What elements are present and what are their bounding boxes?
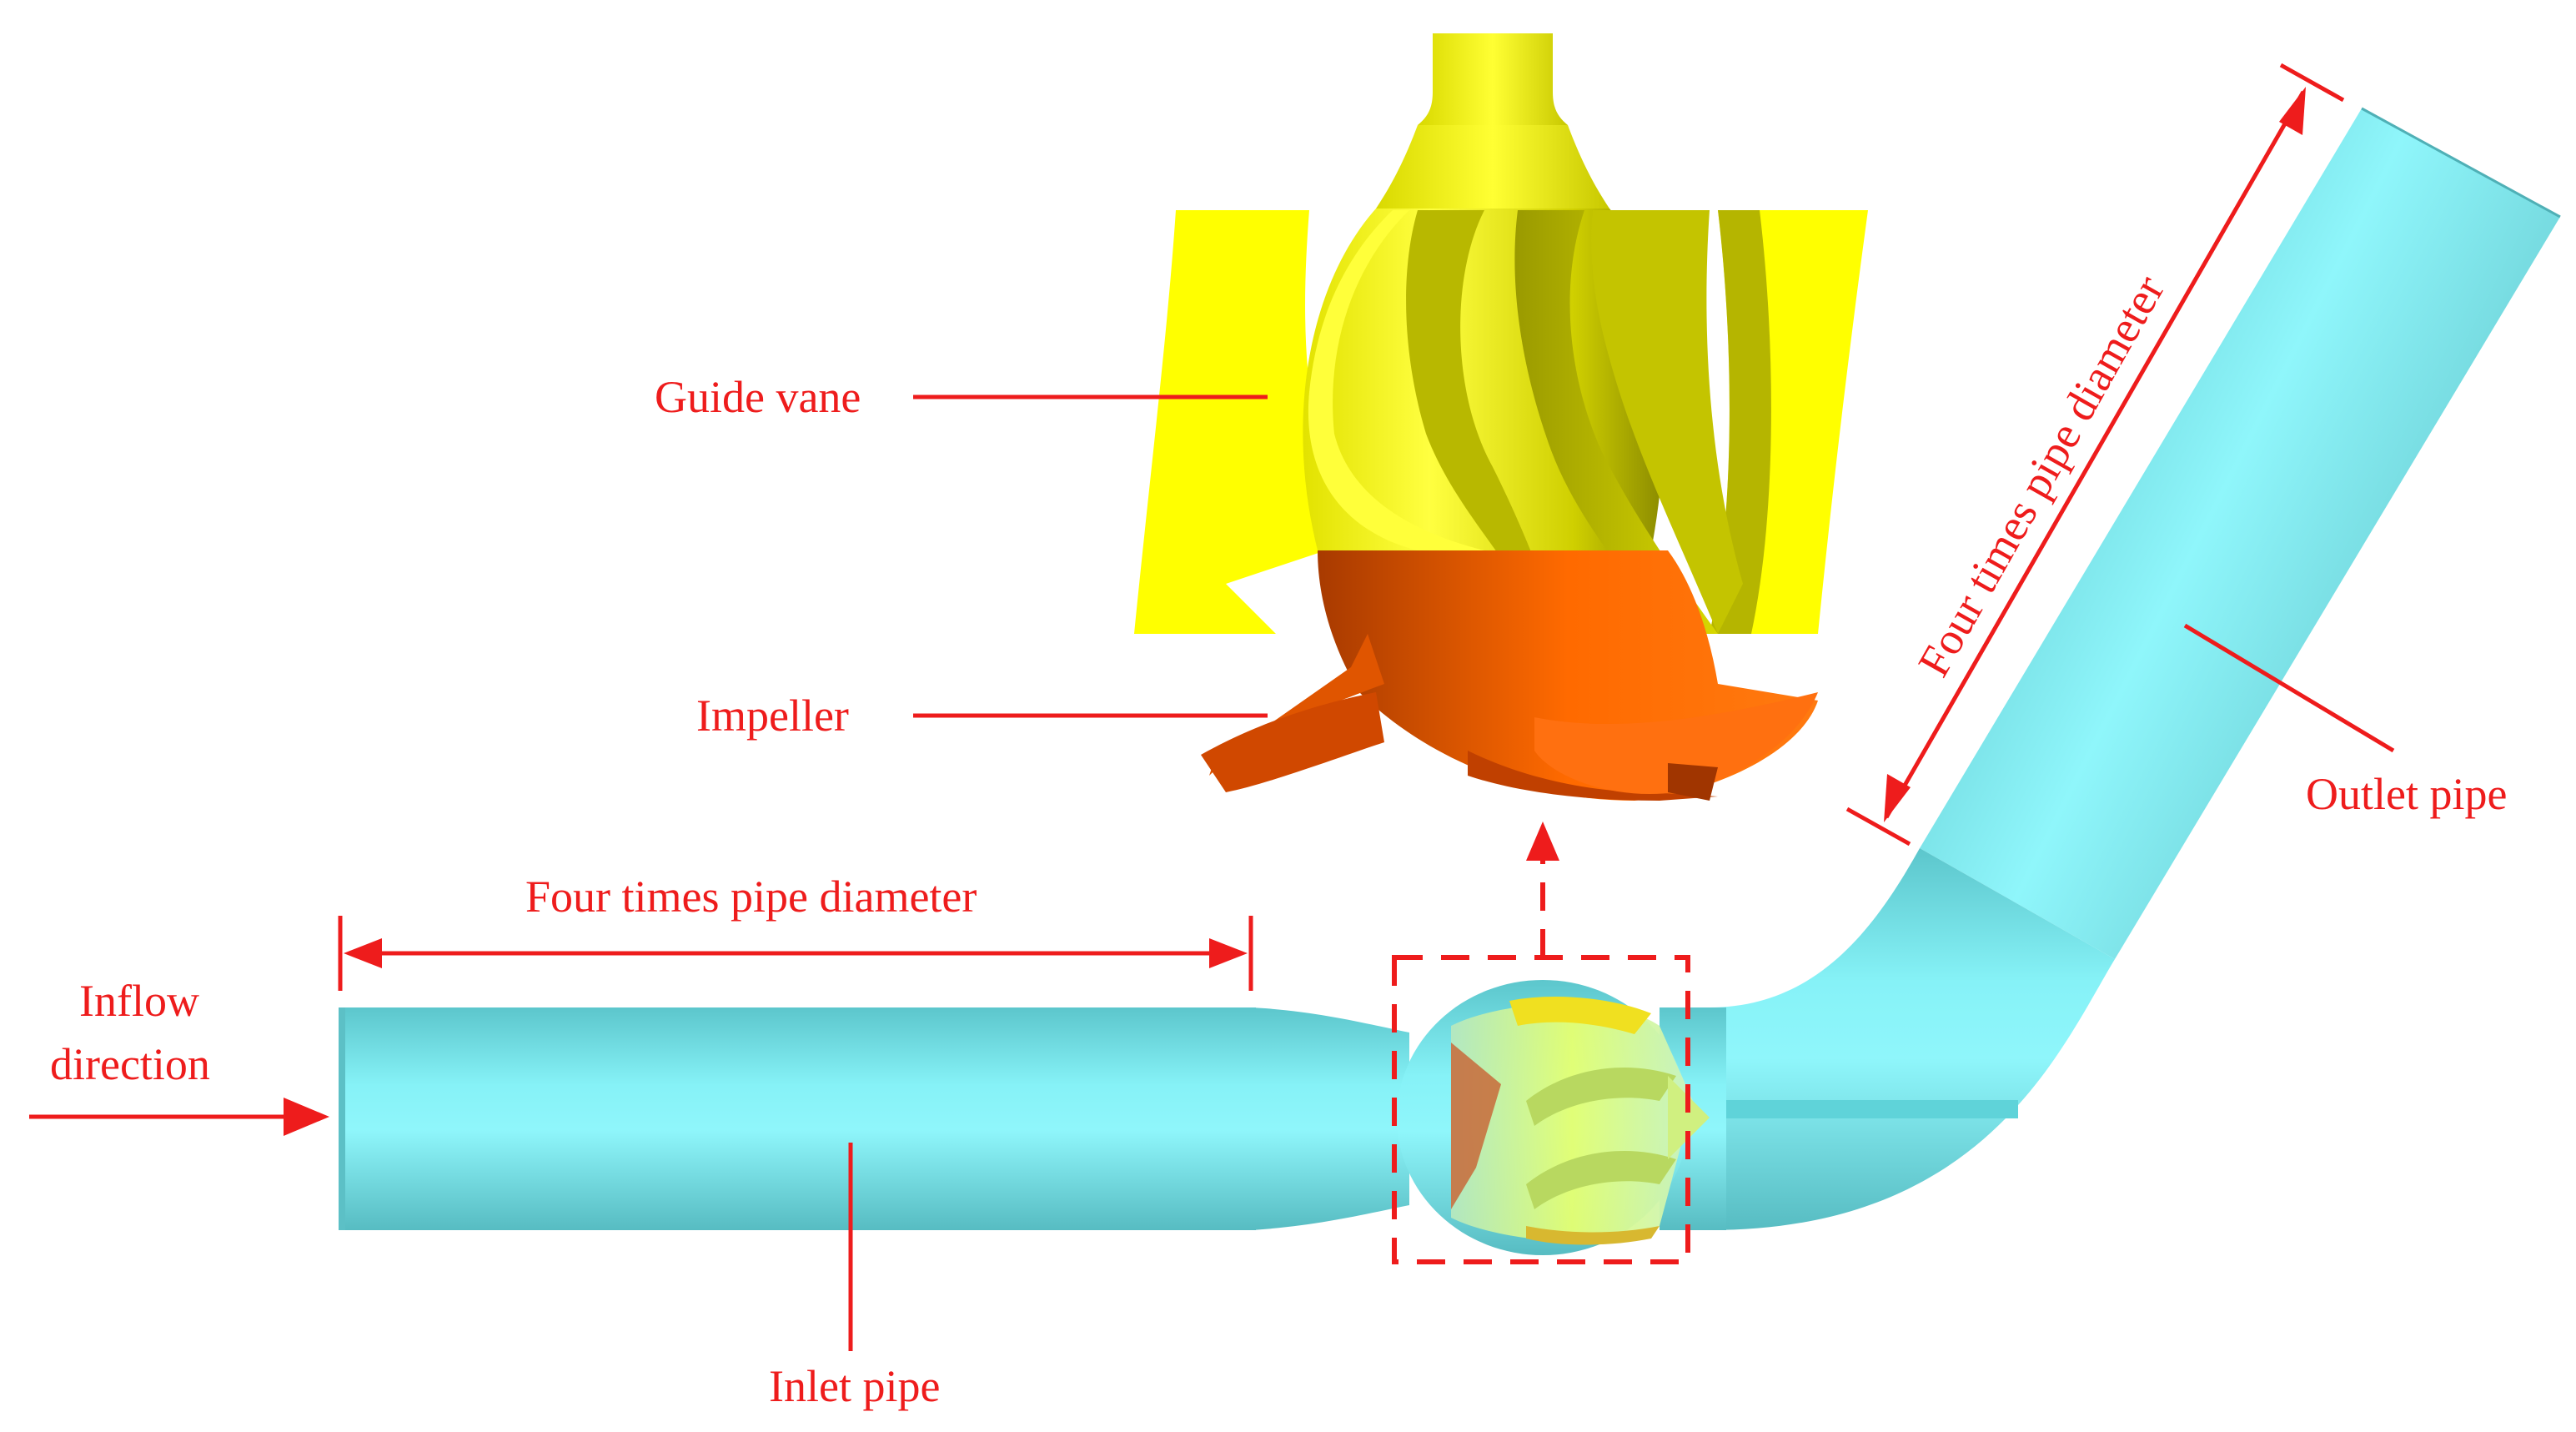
dim-d-line <box>1884 90 2306 819</box>
pipe-system <box>339 107 2561 1255</box>
inlet-pipe-face <box>339 1007 345 1230</box>
impeller-blade-right <box>1668 763 1718 801</box>
dim-h-arrow-right <box>1209 938 1248 968</box>
outlet-pipe-leader <box>2183 623 2395 753</box>
dim-d-tick-bottom <box>1845 806 1911 847</box>
guide-vane-left <box>1134 210 1351 634</box>
annotations <box>29 63 2395 1351</box>
pipe-bend <box>1710 848 2115 1230</box>
outlet-pipe-label: Outlet pipe <box>2306 769 2507 819</box>
inlet-pipe-body <box>339 1007 1256 1230</box>
guide-vane-blade-4 <box>1591 210 1743 634</box>
impeller-blade-bottom <box>1468 751 1718 801</box>
pump-small-view <box>1451 997 1710 1245</box>
inflow-label-line1: Inflow <box>79 976 199 1026</box>
four-times-horizontal-label: Four times pipe diameter <box>525 872 977 922</box>
pump-enlarged <box>1134 33 1868 801</box>
dim-d-tick-top <box>2279 63 2345 103</box>
shaft-flange <box>1376 125 1609 209</box>
impeller-blade-front <box>1534 692 1818 794</box>
enlarge-arrow-head <box>1526 822 1559 861</box>
impeller-label: Impeller <box>696 691 849 741</box>
inlet-pipe-label: Inlet pipe <box>769 1361 940 1411</box>
impeller-blade-left-2 <box>1201 692 1384 792</box>
guide-vane-label: Guide vane <box>655 372 861 422</box>
inflow-label-line2: direction <box>50 1039 210 1089</box>
dim-h-arrow-left <box>344 938 382 968</box>
outlet-pipe-body <box>1920 108 2560 959</box>
guide-vane-blade-1 <box>1308 210 1484 550</box>
dim-d-arrow-top <box>2279 87 2306 135</box>
guide-vane-blade-2 <box>1406 210 1559 634</box>
outlet-pipe-end <box>2361 107 2561 219</box>
dim-d-arrow-bottom <box>1884 774 1911 822</box>
shaft-top <box>1418 33 1568 125</box>
inflow-arrow-head <box>284 1098 329 1136</box>
inlet-contraction <box>1251 1007 1409 1230</box>
guide-vane-blade-3 <box>1514 210 1718 634</box>
arrowheads <box>284 87 2306 1136</box>
